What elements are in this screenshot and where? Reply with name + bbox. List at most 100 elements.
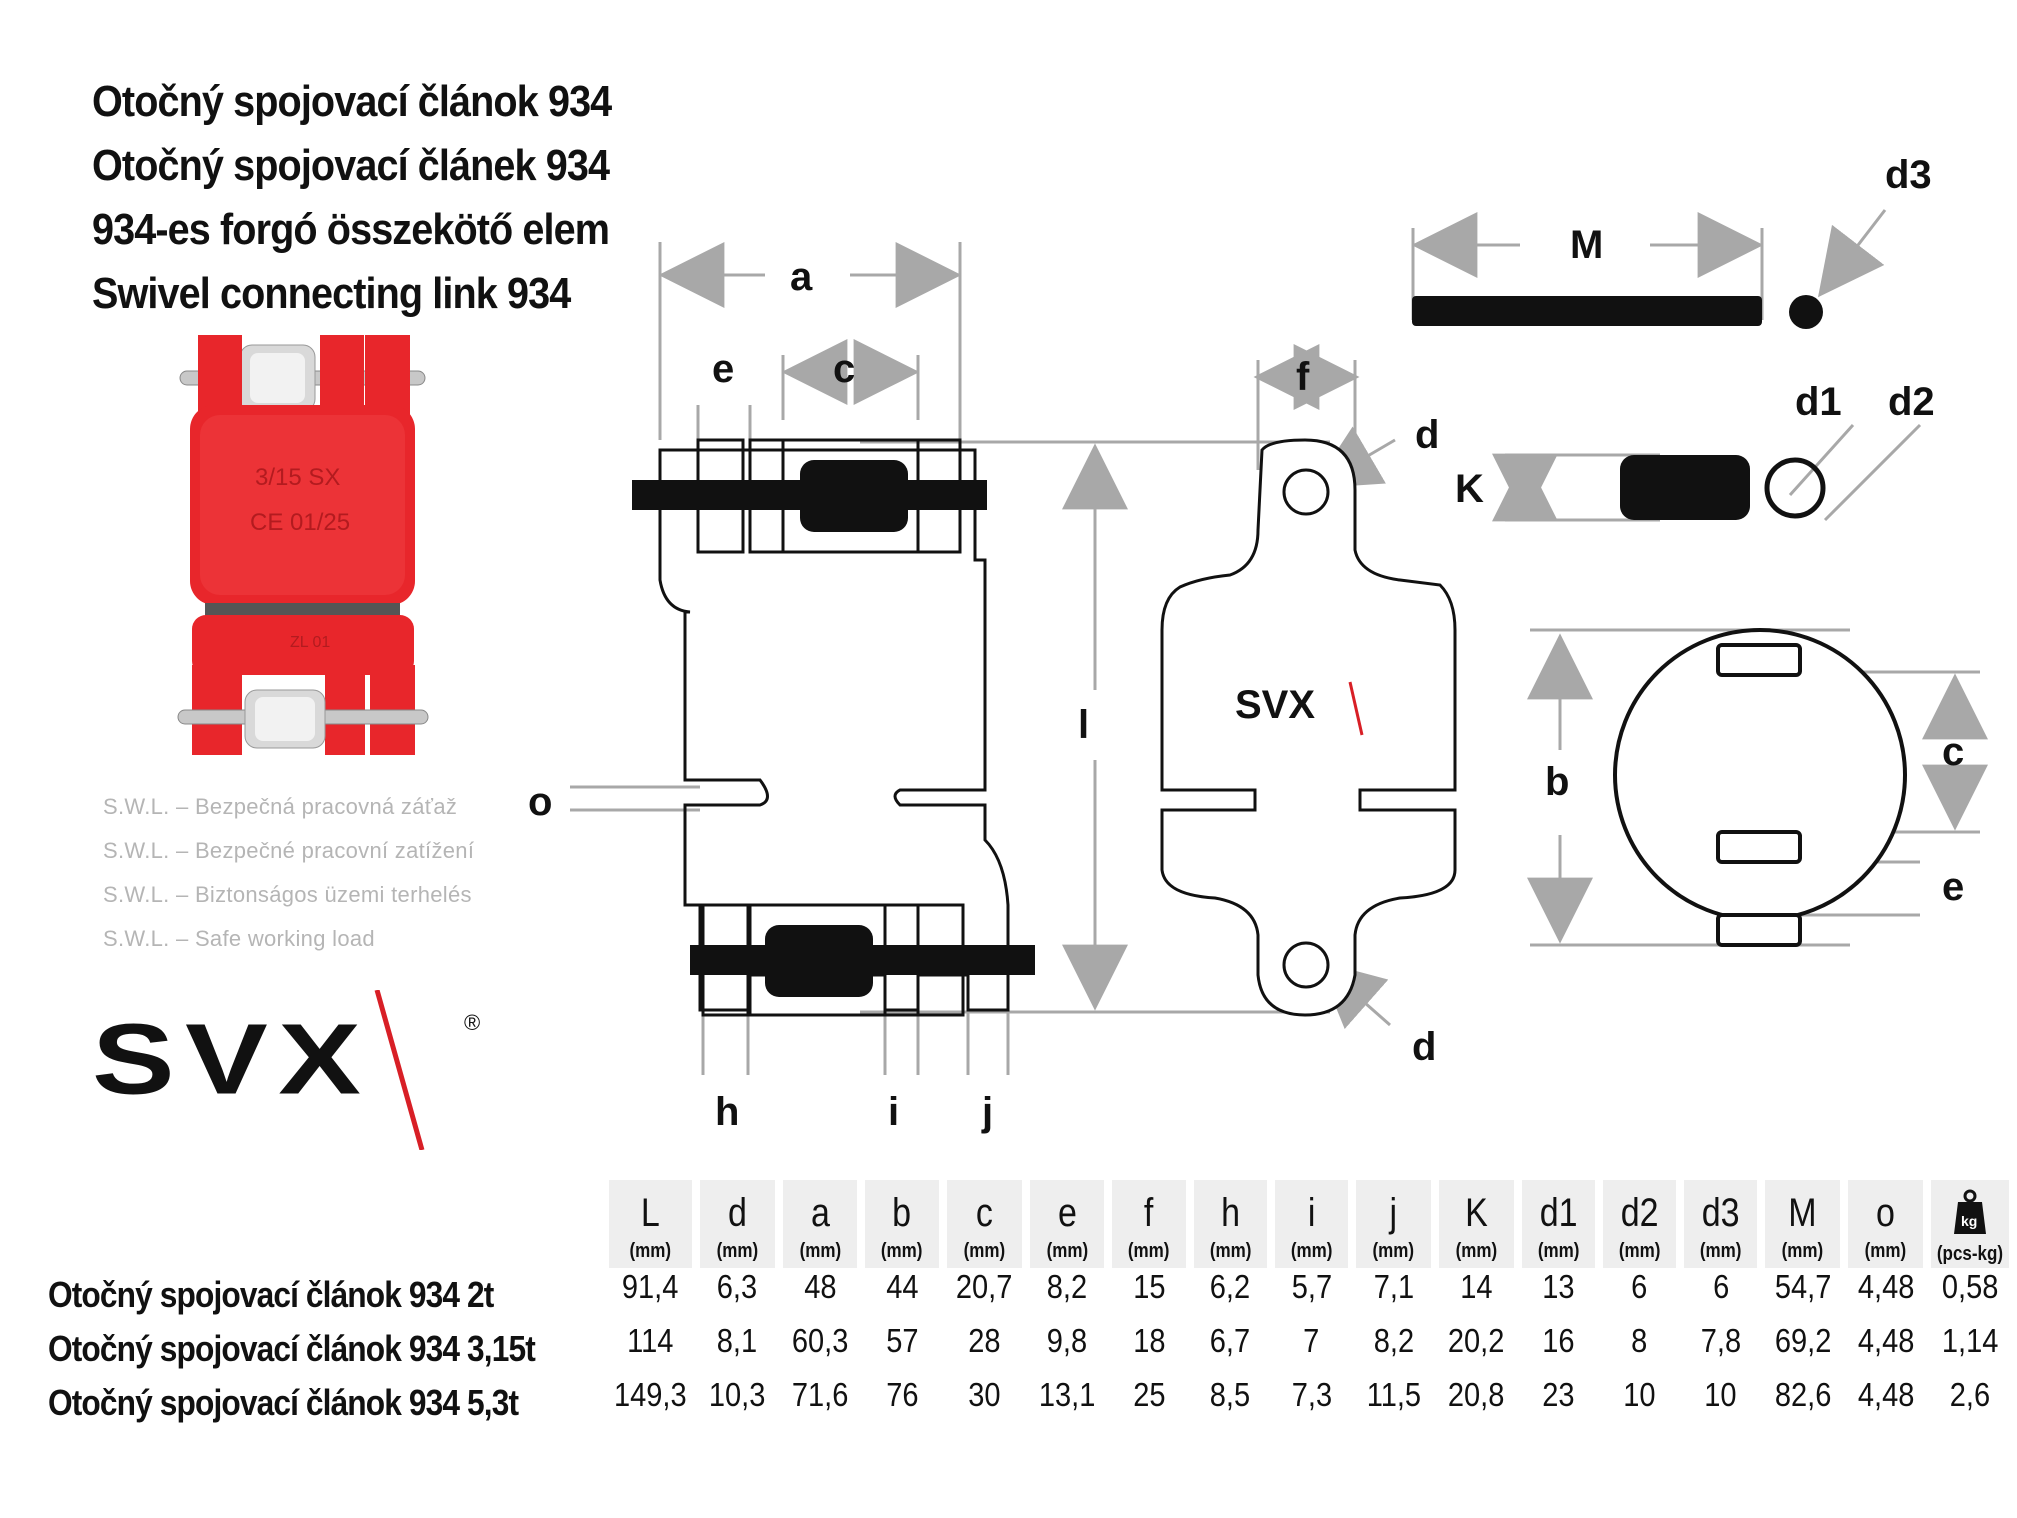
spec-row-name-cell: Otočný spojovací článok 934 5,3t — [48, 1376, 601, 1430]
spec-cell: 8,2 — [1356, 1322, 1431, 1376]
spec-value: 25 — [1132, 1376, 1166, 1413]
spec-value: 8,5 — [1210, 1376, 1251, 1413]
label-l: l — [1078, 703, 1089, 747]
spec-row-name: Otočný spojovací článok 934 5,3t — [48, 1382, 519, 1423]
spec-cell: 48 — [783, 1268, 858, 1322]
spec-cell: 4,48 — [1848, 1268, 1923, 1322]
swl-sk: S.W.L. – Bezpečná pracovná záťaž — [103, 794, 458, 819]
spec-cell: 57 — [865, 1322, 938, 1376]
spec-value: 8,1 — [717, 1322, 758, 1359]
header-K: K(mm) — [1438, 1180, 1514, 1268]
spec-cell: 20,2 — [1439, 1322, 1514, 1376]
header-d3: d3(mm) — [1684, 1180, 1758, 1268]
spec-value: 14 — [1460, 1268, 1493, 1305]
weight-icon: kg — [1954, 1189, 1987, 1234]
header-d2: d2(mm) — [1602, 1180, 1677, 1268]
header-M: M(mm) — [1765, 1180, 1841, 1268]
label-c: c — [833, 347, 855, 391]
spec-value: 9,8 — [1046, 1322, 1088, 1359]
spec-value: 4,48 — [1857, 1376, 1914, 1413]
spec-value: 7,8 — [1700, 1322, 1741, 1359]
spec-cell: 13 — [1522, 1268, 1595, 1322]
header-o: o(mm) — [1848, 1180, 1924, 1268]
spec-value: 20,7 — [955, 1268, 1013, 1305]
spec-cell: 114 — [609, 1322, 692, 1376]
spec-value: 18 — [1132, 1322, 1166, 1359]
spec-row: Otočný spojovací článok 934 2t 91,4 6,3 48 4… — [48, 1268, 2009, 1322]
spec-value: 71,6 — [791, 1376, 849, 1413]
spec-cell: 7,1 — [1356, 1268, 1431, 1322]
spec-value: 149,3 — [614, 1376, 687, 1413]
spec-cell: 6 — [1684, 1268, 1757, 1322]
spec-cell: 8,5 — [1194, 1376, 1267, 1430]
spec-row-name-cell: Otočný spojovací článok 934 3,15t — [48, 1322, 601, 1376]
weight-icon-label: kg — [1961, 1213, 1977, 1229]
photo-mark-top: 3/15 SX — [255, 464, 340, 491]
spec-value: 54,7 — [1774, 1268, 1832, 1305]
header-a: a(mm) — [782, 1180, 858, 1268]
spec-value: 114 — [627, 1322, 674, 1359]
spec-value: 6,7 — [1210, 1322, 1251, 1359]
spec-row: Otočný spojovací článok 934 5,3t 149,3 10,… — [48, 1376, 2009, 1430]
spec-cell: 7 — [1275, 1322, 1348, 1376]
header-d: d(mm) — [699, 1180, 775, 1268]
spec-cell: 0,58 — [1931, 1268, 2009, 1322]
spec-row: Otočný spojovací článok 934 3,15t 114 8,1 6… — [48, 1322, 2009, 1376]
spec-cell: 9,8 — [1030, 1322, 1105, 1376]
header-c: c(mm) — [946, 1180, 1022, 1268]
spec-value: 10,3 — [708, 1376, 766, 1413]
spec-value: 15 — [1132, 1268, 1166, 1305]
side-view-logo: SVX — [1235, 683, 1315, 727]
label-c-right: c — [1942, 730, 1964, 774]
spec-cell: 13,1 — [1030, 1376, 1105, 1430]
header-L: L(mm) — [609, 1180, 692, 1268]
spec-cell: 6,7 — [1194, 1322, 1267, 1376]
spec-cell: 5,7 — [1275, 1268, 1348, 1322]
spec-value: 30 — [968, 1376, 1001, 1413]
label-e: e — [712, 347, 734, 391]
spec-value: 8,2 — [1373, 1322, 1414, 1359]
label-h: h — [715, 1090, 739, 1134]
spec-cell: 54,7 — [1765, 1268, 1840, 1322]
spec-cell: 8,2 — [1030, 1268, 1105, 1322]
spec-cell: 4,48 — [1848, 1322, 1923, 1376]
spec-value: 6,3 — [717, 1268, 758, 1305]
spec-value: 44 — [885, 1268, 919, 1305]
spec-row-name-cell: Otočný spojovací článok 934 2t — [48, 1268, 601, 1322]
spec-value: 16 — [1542, 1322, 1575, 1359]
spec-header-blank — [48, 1180, 602, 1268]
spec-cell: 91,4 — [609, 1268, 692, 1322]
label-M: M — [1570, 223, 1603, 267]
label-d1: d1 — [1795, 380, 1842, 424]
spec-cell: 20,7 — [947, 1268, 1022, 1322]
spec-value: 91,4 — [622, 1268, 679, 1305]
spec-cell: 8 — [1603, 1322, 1676, 1376]
spec-value: 0,58 — [1941, 1268, 1999, 1305]
spec-cell: 8,1 — [700, 1322, 775, 1376]
label-o: o — [528, 780, 552, 824]
spec-value: 69,2 — [1774, 1322, 1832, 1359]
spec-cell: 76 — [865, 1376, 938, 1430]
spec-cell: 6 — [1603, 1268, 1676, 1322]
spec-cell: 149,3 — [609, 1376, 692, 1430]
spec-value: 82,6 — [1774, 1376, 1832, 1413]
swl-legend: S.W.L. – Bezpečná pracovná záťaž S.W.L. … — [103, 785, 474, 961]
spec-cell: 10 — [1603, 1376, 1676, 1430]
spec-cell: 20,8 — [1439, 1376, 1514, 1430]
spec-value: 48 — [803, 1268, 837, 1305]
spec-cell: 7,3 — [1275, 1376, 1348, 1430]
photo-mark-bottom: ZL 01 — [290, 634, 330, 651]
spec-value: 4,48 — [1857, 1322, 1914, 1359]
header-i: i(mm) — [1274, 1180, 1349, 1268]
title-hu: 934-es forgó összekötő elem — [92, 205, 610, 254]
spec-cell: 23 — [1522, 1376, 1595, 1430]
spec-value: 57 — [885, 1322, 919, 1359]
spec-value: 2,6 — [1949, 1376, 1991, 1413]
spec-value: 28 — [968, 1322, 1001, 1359]
spec-cell: 44 — [865, 1268, 938, 1322]
spec-cell: 71,6 — [783, 1376, 858, 1430]
spec-value: 7 — [1303, 1322, 1320, 1359]
header-d1: d1(mm) — [1521, 1180, 1595, 1268]
header-j: j(mm) — [1356, 1180, 1431, 1268]
